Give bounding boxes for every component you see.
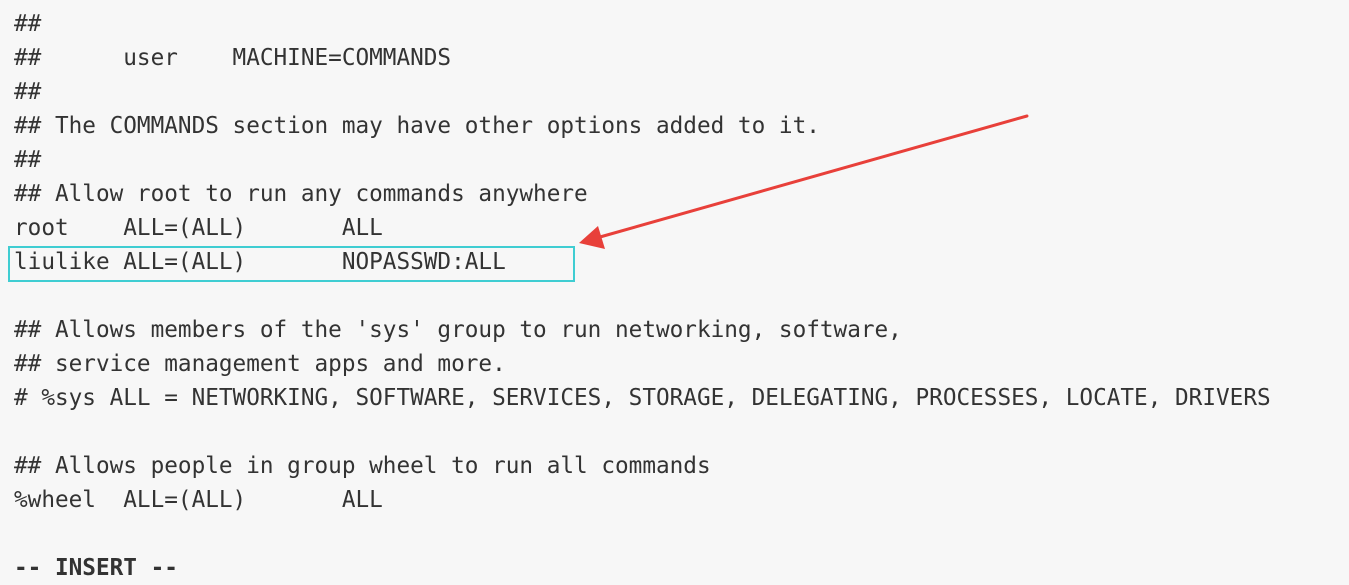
- wheel-rule-line: %wheel ALL=(ALL) ALL: [14, 487, 383, 513]
- sys-rule-comment-line: # %sys ALL = NETWORKING, SOFTWARE, SERVI…: [14, 385, 1271, 411]
- sudoers-comment-line: ## The COMMANDS section may have other o…: [14, 113, 820, 139]
- sudoers-comment-line: ##: [14, 11, 42, 37]
- sudoers-comment-line: ## service management apps and more.: [14, 351, 506, 377]
- highlight-box: [8, 246, 575, 282]
- sudoers-comment-line: ## Allows members of the 'sys' group to …: [14, 317, 902, 343]
- root-rule-line: root ALL=(ALL) ALL: [14, 215, 383, 241]
- sudoers-comment-line: ##: [14, 79, 42, 105]
- insert-mode-status: -- INSERT --: [14, 555, 178, 581]
- sudoers-comment-line: ## Allows people in group wheel to run a…: [14, 453, 711, 479]
- sudoers-comment-line: ## user MACHINE=COMMANDS: [14, 45, 452, 71]
- sudoers-comment-line: ##: [14, 147, 42, 173]
- sudoers-comment-line: ## Allow root to run any commands anywhe…: [14, 181, 588, 207]
- liulike-rule-line: liulike ALL=(ALL) NOPASSWD:ALL: [14, 249, 506, 275]
